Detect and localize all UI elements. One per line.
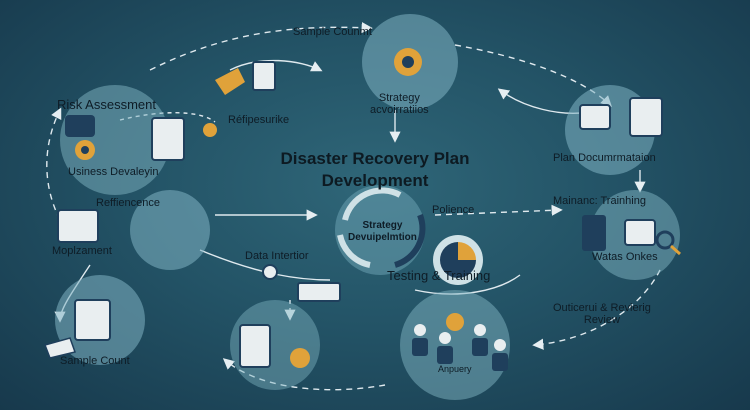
label-sample-count-top: Sample Counmt: [293, 26, 372, 38]
label-watas-onkes: Watas Onkes: [592, 251, 658, 263]
label-repespuriike: Réfipesurike: [228, 114, 290, 126]
diagram-title: Disaster Recovery Plan Development: [235, 148, 515, 192]
label-sample-count-bottom: Sample Count: [60, 355, 130, 367]
label-testing-training: Testing & Training: [387, 268, 491, 283]
pie-chart-icon: [440, 242, 476, 278]
label-mopizament: Moplzament: [52, 245, 112, 257]
hand-icon: [44, 68, 245, 359]
magnifier-icon: [655, 230, 681, 256]
title-line-1: Disaster Recovery Plan: [280, 149, 470, 168]
title-line-2: Development: [321, 171, 429, 190]
label-strategy-development: Strategy Devuipelmtion: [348, 220, 417, 243]
document-icon: [74, 61, 663, 368]
label-outcome-review: Outicerui & Revierig Review: [553, 302, 651, 326]
label-data-interaction: Data Intertior: [245, 250, 309, 262]
monitor-icon: [57, 104, 611, 243]
people-icon: [262, 264, 508, 371]
label-usiness-devaleyin: Usiness Devaleyin: [68, 166, 159, 178]
gear-icon: [75, 48, 464, 368]
database-icon: [65, 115, 606, 251]
server-icon: [297, 282, 341, 302]
label-pollence: Polience: [432, 204, 475, 216]
label-risk-assessment: Risk Assessment: [57, 97, 156, 112]
label-reffiecence: Reffiencence: [96, 197, 161, 209]
label-anpuery: Anpuery: [438, 364, 472, 374]
strategy-cycle-ring: [337, 187, 426, 268]
label-plan-documentation: Plan Documrmataion: [553, 152, 656, 164]
label-strategy-activations: Strategy acvoirratiios: [370, 92, 429, 116]
label-maintenance-training: Mainanc: Trainhing: [553, 195, 646, 207]
